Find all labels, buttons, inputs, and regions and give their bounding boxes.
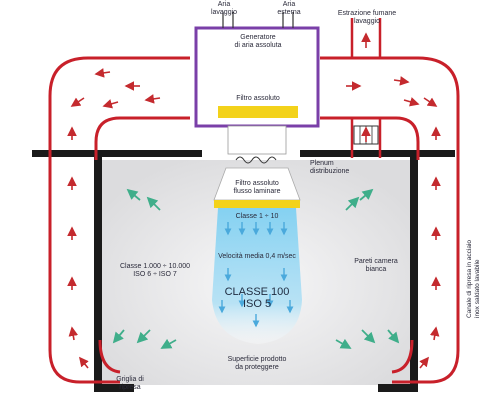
inlet-pipes bbox=[222, 12, 294, 28]
laminar-flow-zone bbox=[212, 208, 302, 344]
classe-1-10-text: Classe 1 ÷ 10 bbox=[235, 213, 279, 220]
plenum-line1: Plenum bbox=[310, 160, 334, 167]
estrazione-line1: Estrazione fumane bbox=[337, 10, 397, 17]
plenum bbox=[227, 125, 287, 155]
plenum-line2: distribuzione bbox=[310, 168, 350, 175]
estrazione-line2: lavaggio bbox=[353, 18, 381, 25]
label-plenum: Plenum distribuzione bbox=[310, 160, 349, 176]
classe-100-line1: CLASSE 100 bbox=[224, 286, 290, 298]
pareti-line2: bianca bbox=[365, 266, 387, 273]
ceiling-slab-left bbox=[32, 150, 202, 157]
classe-1000-line2: ISO 6 ÷ ISO 7 bbox=[133, 271, 177, 278]
label-generatore: Generatore di aria assoluta bbox=[210, 34, 306, 50]
filtro-flusso-line1: Filtro assoluto bbox=[235, 180, 279, 187]
classe-1000-line1: Classe 1.000 ÷ 10.000 bbox=[120, 263, 190, 270]
griglia-line1: Griglia di bbox=[116, 376, 144, 383]
filtro-assoluto-text: Filtro assoluto bbox=[236, 95, 280, 102]
pareti-line1: Pareti camera bbox=[354, 258, 398, 265]
aria-esterna-line1: Aria bbox=[282, 1, 296, 8]
duct-arrows-red bbox=[67, 32, 441, 369]
griglia-line2: ripresa bbox=[119, 384, 141, 391]
label-classe-1000: Classe 1.000 ÷ 10.000 ISO 6 ÷ ISO 7 bbox=[110, 263, 200, 279]
plenum-coil bbox=[235, 156, 277, 164]
canale-line2: inox saldato lavabile bbox=[474, 259, 481, 318]
superficie-line1: Superficie prodotto bbox=[227, 356, 287, 363]
floor-right bbox=[378, 384, 418, 392]
aria-lavaggio-line2: lavaggio bbox=[210, 9, 238, 16]
laminar-arrows bbox=[218, 222, 294, 328]
floor-left bbox=[94, 384, 134, 392]
label-superficie: Superficie prodotto da proteggere bbox=[214, 356, 300, 372]
label-velocita: Velocità media 0,4 m/sec bbox=[207, 253, 307, 261]
return-duct bbox=[48, 56, 460, 384]
aria-lavaggio-line1: Aria bbox=[217, 1, 231, 8]
room-arrows-green bbox=[112, 188, 400, 349]
label-filtro-assoluto: Filtro assoluto bbox=[218, 95, 298, 103]
label-estrazione: Estrazione fumane lavaggio bbox=[332, 10, 402, 26]
wall-left bbox=[94, 157, 102, 392]
classe-100-line2: ISO 5 bbox=[242, 298, 272, 310]
filtro-flusso-line2: flusso laminare bbox=[233, 188, 281, 195]
label-classe-100: CLASSE 100 ISO 5 bbox=[212, 286, 302, 310]
generatore-line2: di aria assoluta bbox=[234, 42, 282, 49]
label-aria-lavaggio: Aria lavaggio bbox=[204, 1, 244, 17]
wall-right bbox=[410, 157, 418, 392]
laminar-filter bbox=[214, 200, 300, 208]
label-aria-esterna: Aria esterna bbox=[270, 1, 308, 17]
exhaust-stack bbox=[350, 18, 382, 158]
generatore-line1: Generatore bbox=[240, 34, 276, 41]
label-canale: Canale di ripresa in acciaio inox saldat… bbox=[466, 240, 482, 318]
label-pareti: Pareti camera bianca bbox=[348, 258, 404, 274]
canale-line1: Canale di ripresa in acciaio bbox=[466, 239, 473, 318]
label-filtro-flusso: Filtro assoluto flusso laminare bbox=[222, 180, 292, 196]
superficie-line2: da proteggere bbox=[235, 364, 279, 371]
aria-esterna-line2: esterna bbox=[277, 9, 301, 16]
velocita-text: Velocità media 0,4 m/sec bbox=[218, 253, 296, 260]
label-classe-1-10: Classe 1 ÷ 10 bbox=[222, 213, 292, 221]
ceiling-slab-right bbox=[300, 150, 455, 157]
label-griglia: Griglia di ripresa bbox=[108, 376, 152, 392]
absolute-filter bbox=[218, 106, 298, 118]
